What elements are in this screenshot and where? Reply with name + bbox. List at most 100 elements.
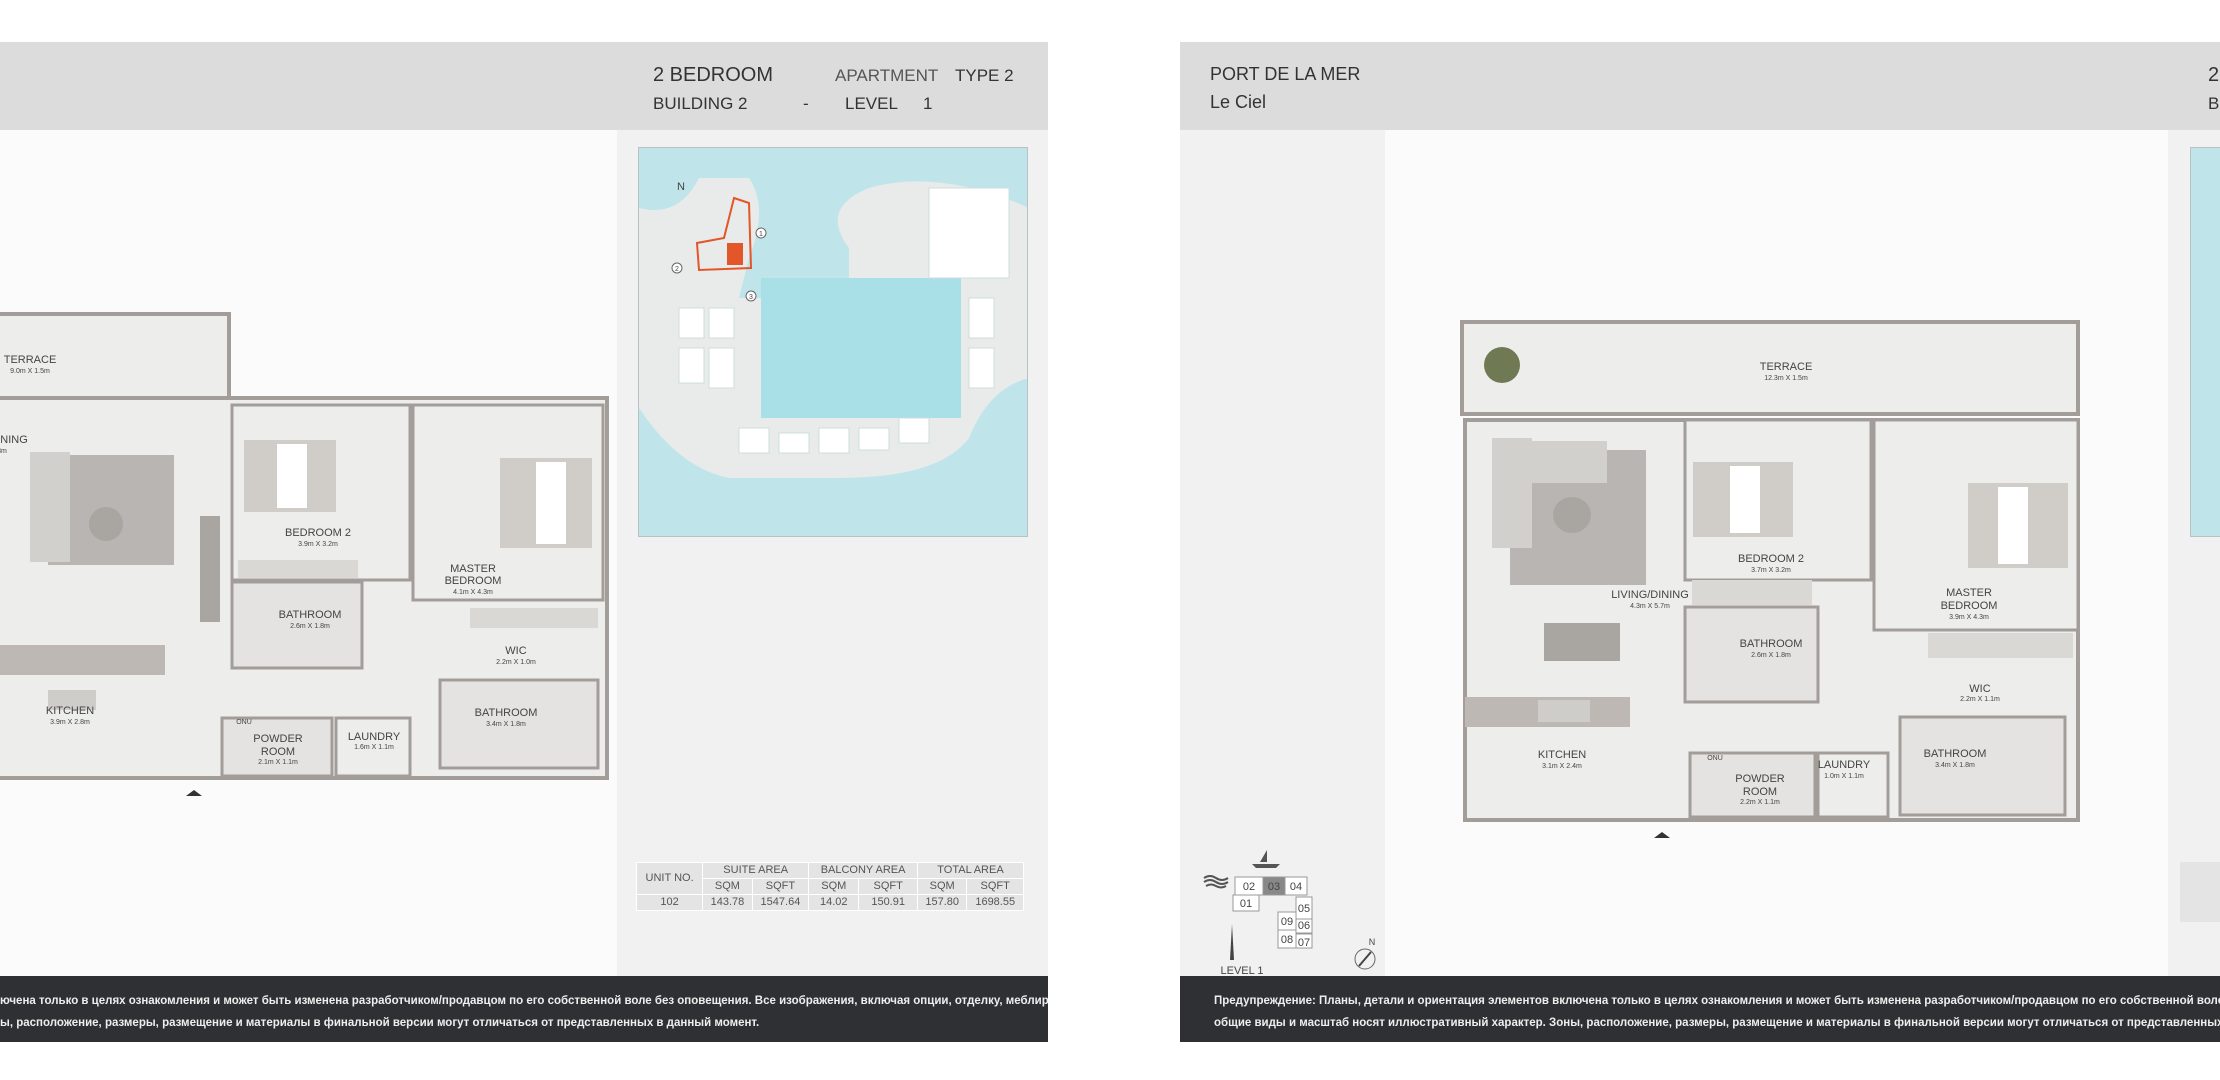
- disclaimer-line: ючена только в целях ознакомления и може…: [0, 995, 1048, 1007]
- room-label: KITCHEN: [46, 705, 94, 717]
- room-dims: 2.6m X 1.8m: [1751, 652, 1791, 659]
- sofa: [30, 452, 70, 562]
- room-dims: 3.1m X 2.4m: [1542, 763, 1582, 770]
- room-label: WIC: [505, 645, 526, 657]
- room-label: TERRACE: [1760, 361, 1813, 373]
- building-label: B: [2208, 94, 2220, 113]
- disclaimer-footer: ючена только в целях ознакомления и може…: [0, 976, 1048, 1042]
- unit-03-selected: 03: [1268, 881, 1280, 893]
- room-dims: 4.3m X 5.7m: [1630, 603, 1670, 610]
- site-map: N 1 2 3: [638, 147, 1028, 537]
- unit-05: 05: [1298, 903, 1310, 915]
- room-dims: 4.1m X 4.3m: [453, 589, 493, 596]
- disclaimer-footer: Предупреждение: Планы, детали и ориентац…: [1180, 976, 2220, 1042]
- bedroom-count: 2: [2208, 64, 2220, 86]
- map-marker: 2: [675, 266, 679, 273]
- room-label: BATHROOM: [475, 707, 538, 719]
- page-header: 2 BEDROOM APARTMENT TYPE 2 BUILDING 2 - …: [0, 42, 1048, 130]
- laundry-area: [1816, 751, 1890, 819]
- sqm-header: SQM: [808, 878, 860, 895]
- disclaimer-line: Предупреждение: Планы, детали и ориентац…: [1214, 995, 2220, 1007]
- apartment-label: APARTMENT: [835, 66, 939, 85]
- coffee-table: [89, 507, 123, 541]
- sea-icon: [1203, 875, 1229, 889]
- page-header: PORT DE LA MER Le Ciel 2 B: [1180, 42, 2220, 130]
- balcony-header: BALCONY AREA: [808, 862, 918, 879]
- room-label: TERRACE: [4, 354, 57, 366]
- room-label: NING: [0, 434, 28, 446]
- wardrobe-master: [1928, 633, 2073, 658]
- room-dims: 2.1m X 1.1m: [258, 759, 298, 766]
- boat-icon: [1252, 850, 1280, 868]
- side-panel-left: [1180, 130, 1385, 976]
- room-dims: 12.3m X 1.5m: [1764, 375, 1808, 382]
- room-label: BEDROOM: [1941, 600, 1998, 612]
- entrance-marker: [1654, 832, 1670, 838]
- floorplan-page-right: PORT DE LA MER Le Ciel 2 B: [1180, 42, 2220, 1042]
- sqm-header: SQM: [916, 878, 968, 895]
- room-label: POWDER: [253, 733, 303, 745]
- room-dims: 2.2m X 1.0m: [496, 659, 536, 666]
- sofa: [1492, 438, 1532, 548]
- site-map: [2190, 147, 2220, 537]
- laundry-area: [334, 716, 412, 778]
- north-label: N: [677, 181, 685, 193]
- room-dims: 3.4m X 1.8m: [1935, 762, 1975, 769]
- area-table: UNIT NO. SUITE AREA BALCONY AREA TOTAL A…: [635, 862, 1025, 911]
- total-sqm: 157.80: [916, 894, 968, 911]
- room-dims: 3m: [0, 448, 7, 455]
- floor-plan: TERRACE 12.3m X 1.5m LIVING/DINING 4.3m …: [1460, 320, 2080, 838]
- unit-02: 02: [1243, 881, 1255, 893]
- plant-icon: [1484, 347, 1520, 383]
- powder-area: [1688, 751, 1817, 819]
- room-label: BEDROOM 2: [285, 527, 351, 539]
- total-header: TOTAL AREA: [916, 862, 1025, 879]
- unit-08: 08: [1281, 934, 1293, 946]
- coffee-table: [1553, 497, 1591, 533]
- room-dims: 2.2m X 1.1m: [1740, 799, 1780, 806]
- sqft-header: SQFT: [858, 878, 918, 895]
- room-label: KITCHEN: [1538, 749, 1586, 761]
- terrace-area: [1460, 320, 2080, 416]
- terrace-area: [0, 312, 231, 402]
- room-dims: 3.9m X 3.2m: [298, 541, 338, 548]
- building-highlight: [727, 243, 743, 265]
- unit-09: 09: [1281, 916, 1293, 928]
- room-label: BEDROOM 2: [1738, 553, 1804, 565]
- project-name: PORT DE LA MER: [1210, 64, 1361, 84]
- sqft-header: SQFT: [751, 878, 810, 895]
- unit-07: 07: [1298, 937, 1310, 949]
- sqft-header: SQFT: [966, 878, 1024, 895]
- building-name: Le Ciel: [1210, 92, 1267, 112]
- room-label: POWDER: [1735, 773, 1785, 785]
- floorplan-page-left: 2 BEDROOM APARTMENT TYPE 2 BUILDING 2 - …: [0, 42, 1048, 1042]
- table-row: 102 143.78 1547.64 14.02 150.91 157.80 1…: [635, 894, 1024, 911]
- suite-sqft: 1547.64: [751, 894, 810, 911]
- room-label: LIVING/DINING: [1611, 589, 1689, 601]
- map-marker: 3: [749, 294, 753, 301]
- unit-01: 01: [1240, 898, 1252, 910]
- room-dims: 3.7m X 3.2m: [1751, 567, 1791, 574]
- room-dims: 2.6m X 1.8m: [290, 623, 330, 630]
- room-dims: 2.2m X 1.1m: [1960, 696, 2000, 703]
- room-label: LAUNDRY: [348, 731, 401, 743]
- area-table: [2180, 862, 2220, 922]
- level-label: LEVEL: [845, 94, 898, 113]
- wardrobe: [238, 560, 358, 578]
- sink: [48, 690, 96, 710]
- room-label: WIC: [1969, 683, 1990, 695]
- room-label: BATHROOM: [1924, 748, 1987, 760]
- room-label: MASTER: [450, 563, 496, 575]
- map-marker: 1: [759, 231, 763, 238]
- room-label: ROOM: [1743, 786, 1777, 798]
- room-label: LAUNDRY: [1818, 759, 1871, 771]
- room-label: ROOM: [261, 746, 295, 758]
- room-dims: 1.0m X 1.1m: [1824, 773, 1864, 780]
- room-dims: 3.4m X 1.8m: [486, 721, 526, 728]
- bedroom-count: 2 BEDROOM: [653, 64, 774, 86]
- balcony-sqm: 14.02: [808, 894, 860, 911]
- powder-area: [220, 716, 334, 778]
- bathroom1-area: [230, 580, 364, 670]
- total-sqft: 1698.55: [966, 894, 1024, 911]
- level-value: 1: [923, 94, 933, 113]
